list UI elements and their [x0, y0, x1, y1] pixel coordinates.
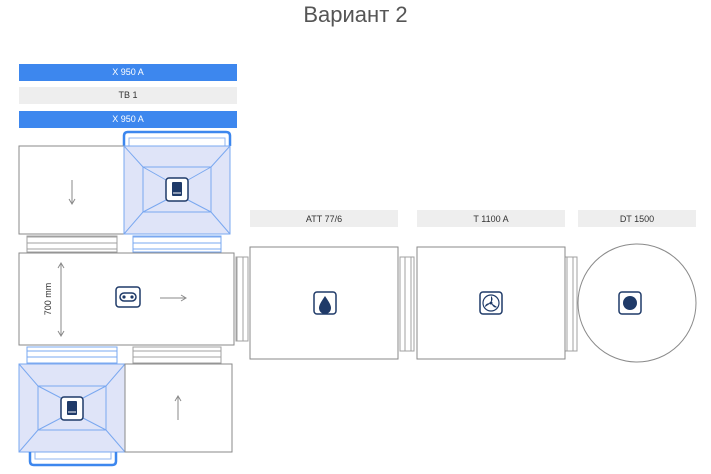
arrow-up-icon [174, 395, 182, 420]
fan-icon [479, 291, 503, 315]
label-x950-bottom: X 950 A [19, 111, 237, 128]
label-x950-top: X 950 A [19, 64, 237, 81]
washer-icon [60, 396, 84, 421]
label-att: ATT 77/6 [306, 214, 342, 224]
bottom-right-module [124, 363, 233, 453]
label-t1100: T 1100 A [473, 214, 508, 224]
roller-connector-1 [235, 256, 249, 342]
label-t1100-bg [417, 210, 565, 227]
label-att-bg [250, 210, 398, 227]
roller-strip-bottom-right [132, 346, 222, 364]
roller-strip-bottom-left [26, 346, 118, 364]
arrow-right-icon [160, 294, 187, 302]
dimension-label: 700 mm [43, 283, 53, 316]
label-dt1500-bg [578, 210, 696, 227]
dimension-arrow-icon [57, 262, 65, 337]
label-tb1: TB 1 [19, 87, 237, 104]
top-handle-rail [122, 130, 232, 146]
label-dt1500: DT 1500 [620, 214, 654, 224]
bottom-handle-rail [28, 452, 118, 467]
disc-icon [618, 291, 642, 315]
roller-strip-top-right [132, 235, 222, 253]
water-drop-icon [313, 291, 337, 315]
washer-icon [165, 177, 189, 202]
arrow-down-icon [68, 180, 76, 205]
roller-connector-3 [564, 256, 578, 352]
page-title: Вариант 2 [303, 2, 408, 27]
roller-connector-2 [399, 256, 415, 352]
roller-strip-top-left [26, 235, 118, 253]
rollers-icon [115, 286, 141, 308]
